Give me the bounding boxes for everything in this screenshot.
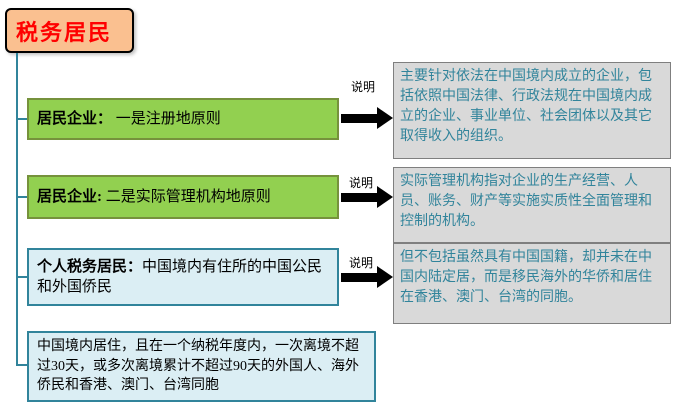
branch-connector-3 [16, 276, 27, 278]
arrow-head-icon [377, 107, 393, 129]
callout-label-3: 说明 [349, 256, 374, 270]
node-resident-enterprise-management: 居民企业: 二是实际管理机构地原则 [27, 175, 339, 219]
arrow-shaft [341, 113, 377, 123]
node-label-rest: 中国境内居住，且在一个纳税年度内，一次离境不超过30天，或多次离境累计不超过90… [37, 339, 359, 394]
node-label-rest: 一是注册地原则 [112, 110, 221, 127]
branch-connector-2 [16, 196, 27, 198]
node-text: 居民企业: 二是实际管理机构地原则 [37, 187, 271, 207]
trunk-connector [16, 53, 18, 366]
note-box-2: 实际管理机构指对企业的生产经营、人员、账务、财产等实施实质性全面管理和控制的机构… [393, 167, 671, 243]
root-node-label: 税务居民 [16, 19, 113, 45]
node-text: 个人税务居民：中国境内有住所的中国公民和外国侨民 [37, 257, 329, 298]
node-label-bold: 居民企业: [37, 188, 102, 205]
callout-arrow-2 [341, 186, 393, 208]
note-box-1: 主要针对依法在中国境内成立的企业，包括依照中国法律、行政法规在中国境内成立的企业… [393, 62, 671, 159]
node-individual-tax-resident: 个人税务居民：中国境内有住所的中国公民和外国侨民 [27, 248, 339, 306]
arrow-head-icon [377, 266, 393, 288]
node-label-bold: 个人税务居民： [37, 258, 143, 275]
arrow-shaft [341, 272, 377, 282]
root-node-tax-resident: 税务居民 [5, 8, 134, 53]
node-resident-enterprise-registration: 居民企业： 一是注册地原则 [27, 98, 339, 140]
callout-label-1: 说明 [351, 80, 376, 94]
node-label-rest: 中国境内有住所的中国公民和外国侨民 [37, 258, 323, 295]
node-text: 中国境内居住，且在一个纳税年度内，一次离境不超过30天，或多次离境累计不超过90… [37, 337, 366, 396]
arrow-head-icon [377, 186, 393, 208]
callout-arrow-3 [341, 266, 393, 288]
branch-connector-4 [16, 364, 27, 366]
callout-label-2: 说明 [349, 176, 374, 190]
note-box-3: 但不包括虽然具有中国国籍，却并未在中国内陆定居，而是移民海外的华侨和居住在香港、… [393, 243, 671, 324]
arrow-shaft [341, 192, 377, 202]
branch-connector-1 [16, 118, 27, 120]
callout-arrow-1 [341, 107, 393, 129]
node-label-rest: 二是实际管理机构地原则 [102, 188, 271, 205]
node-text: 居民企业： 一是注册地原则 [37, 109, 221, 129]
node-residence-days-rule: 中国境内居住，且在一个纳税年度内，一次离境不超过30天，或多次离境累计不超过90… [27, 331, 376, 402]
node-label-bold: 居民企业： [37, 110, 113, 127]
